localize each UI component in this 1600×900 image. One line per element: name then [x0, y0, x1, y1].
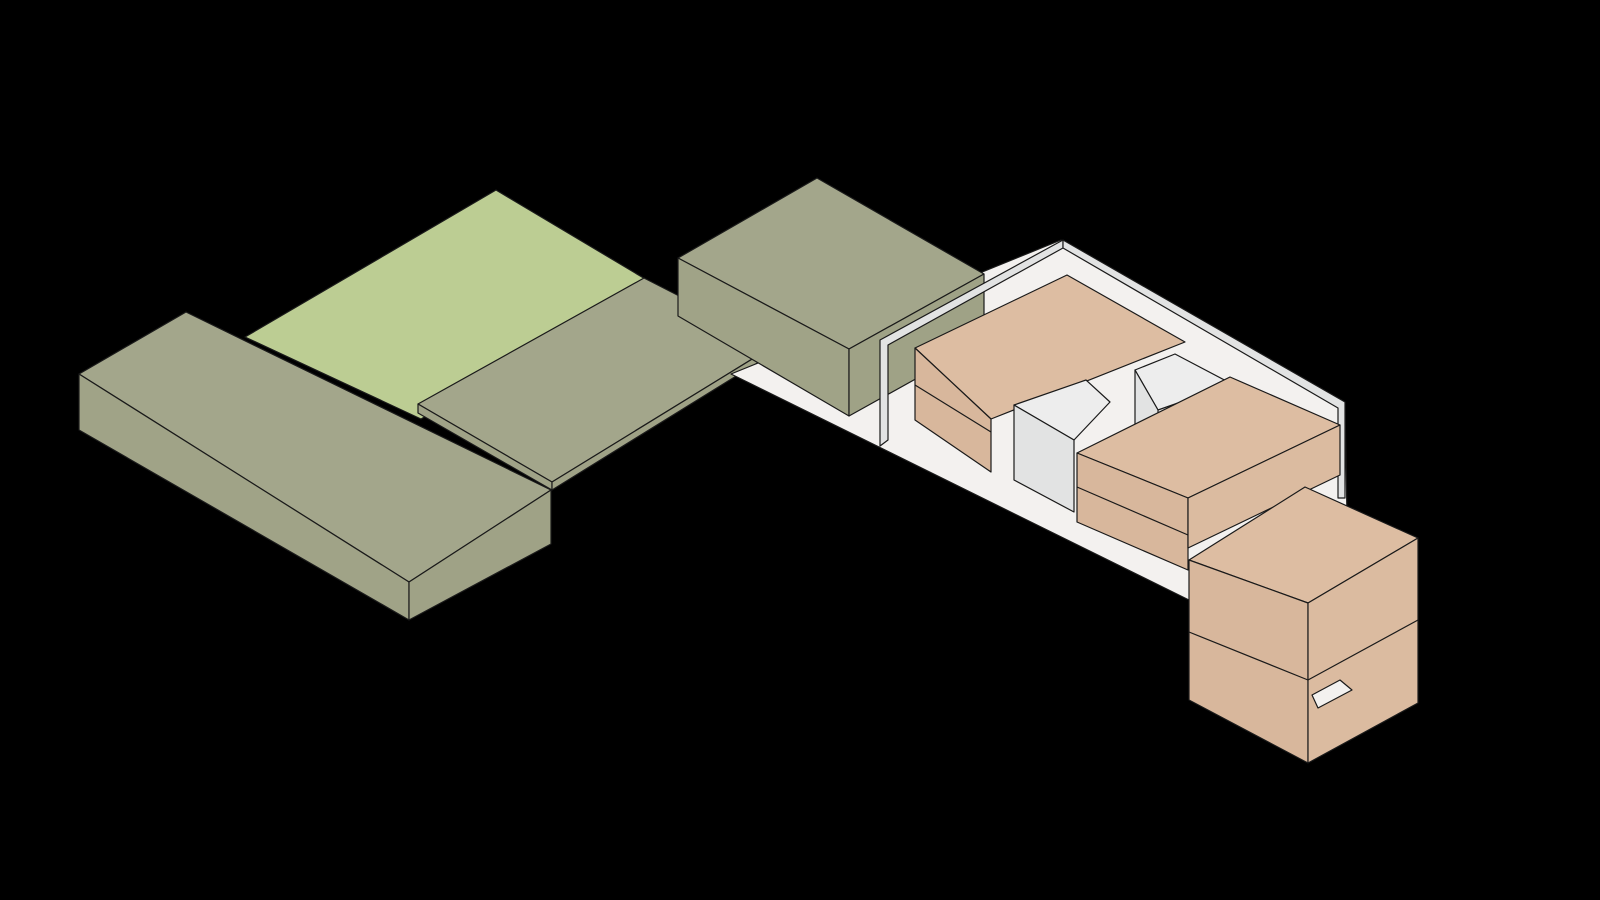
- peach-block-1-floor-line: [914, 384, 992, 433]
- peach-block-3-side-floor-line: [1307, 619, 1419, 681]
- peach-block-1-front: [914, 347, 992, 473]
- olive-block-left-side: [408, 489, 552, 621]
- grey-core-1: [1013, 379, 1111, 513]
- peach-block-2-side: [1187, 424, 1341, 549]
- peach-block-2: [1076, 376, 1341, 571]
- grey-core-1-front: [1013, 404, 1075, 513]
- olive-block-left: [78, 311, 552, 621]
- enclosure-wall-right: [1062, 239, 1346, 499]
- plaza-step: [1311, 679, 1353, 709]
- peach-block-3-floor-line: [1188, 631, 1309, 681]
- peach-block-2-floor-line: [1076, 486, 1189, 536]
- enclosure-wall: [879, 239, 1346, 499]
- peach-block-3: [1188, 486, 1419, 764]
- peach-block-1: [914, 274, 1186, 473]
